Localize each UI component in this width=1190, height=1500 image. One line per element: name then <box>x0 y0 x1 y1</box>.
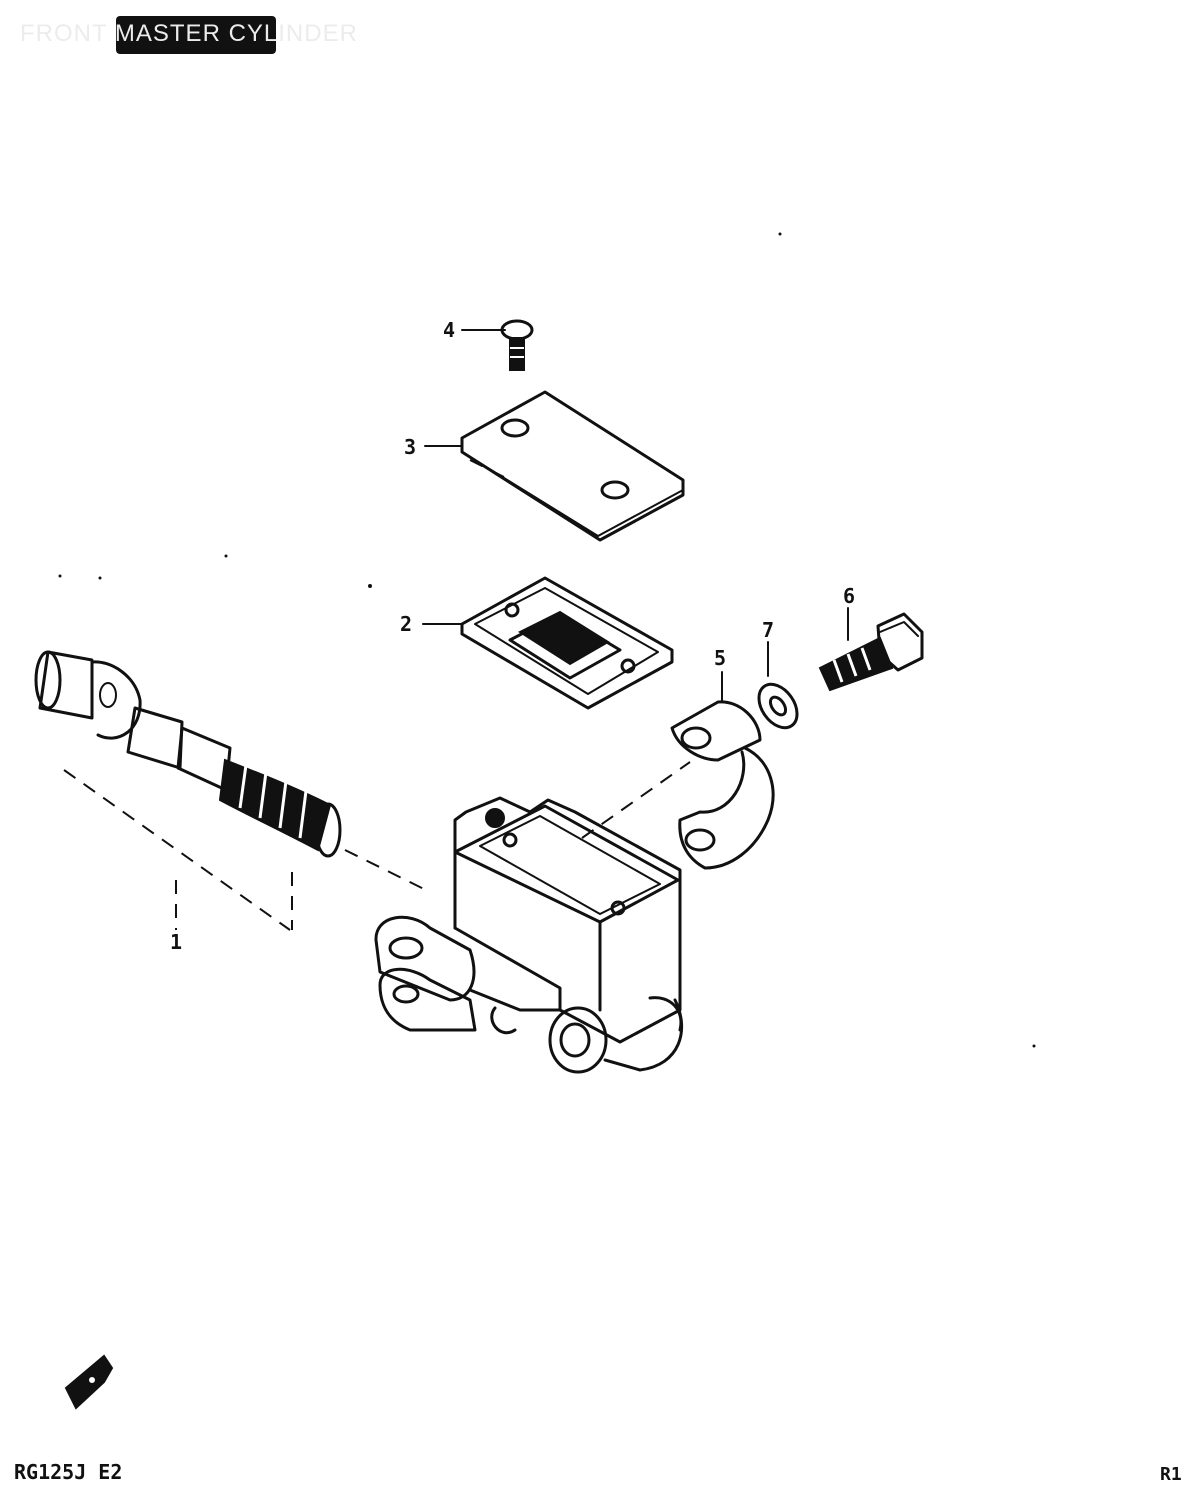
title-logo-block <box>116 16 276 54</box>
part-3-reservoir-cap[interactable] <box>424 390 685 542</box>
part-6-bolt[interactable] <box>818 607 924 692</box>
part-5-clamp[interactable] <box>581 671 775 870</box>
callout-4: 4 <box>443 318 456 342</box>
scan-specks <box>58 232 1036 1048</box>
part-2-diaphragm[interactable] <box>422 576 674 710</box>
callout-6: 6 <box>843 584 856 608</box>
callout-1: 1 <box>170 930 183 954</box>
callout-3: 3 <box>404 435 417 459</box>
part-1-piston-assembly[interactable] <box>34 650 431 931</box>
model-code: RG125J E2 <box>14 1460 123 1484</box>
callout-7: 7 <box>762 618 775 642</box>
part-7-washer[interactable] <box>751 641 805 735</box>
title-area: FRONT MASTER CYLINDER <box>20 14 400 54</box>
front-arrow-icon <box>64 1354 114 1410</box>
page-reference: R1 <box>1160 1464 1182 1485</box>
page-title: FRONT MASTER CYLINDER <box>20 20 358 47</box>
part-4-screw[interactable] <box>461 319 534 371</box>
master-cylinder-body[interactable] <box>374 796 684 1074</box>
callout-5: 5 <box>714 646 727 670</box>
callout-2: 2 <box>400 612 413 636</box>
